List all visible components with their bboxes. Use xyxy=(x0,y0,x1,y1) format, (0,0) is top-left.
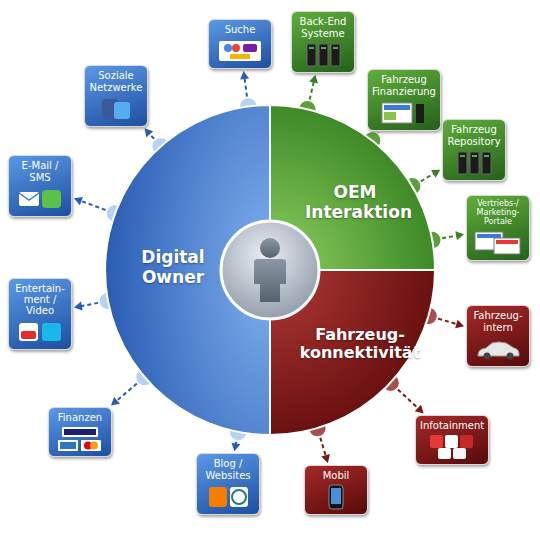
box-label: Blog / Websites xyxy=(201,458,255,480)
box-icon xyxy=(204,484,252,510)
box-label: Finanzen xyxy=(53,412,107,423)
box-label: Fahrzeug Repository xyxy=(447,124,501,146)
box-label: Vertriebs-/ Marketing-Portale xyxy=(471,200,525,227)
box-label: Suche xyxy=(213,24,267,35)
category-box: Finanzen xyxy=(48,407,112,457)
box-label: Fahrzeug- intern xyxy=(471,310,525,332)
category-box: Soziale Netzwerke xyxy=(84,65,148,126)
box-label: Back-End Systeme xyxy=(296,16,350,38)
segment-label: Digital Owner xyxy=(123,248,223,287)
box-label: Entertain- ment / Video xyxy=(13,283,67,317)
box-label: Infotainment xyxy=(420,420,484,431)
box-icon xyxy=(92,96,140,122)
box-label: Mobil xyxy=(309,470,363,481)
box-icon xyxy=(16,319,64,345)
box-icon xyxy=(56,426,104,452)
category-box: Fahrzeug Finanzierung xyxy=(367,69,441,130)
segment-label: OEM Interaktion xyxy=(305,183,405,222)
box-label: Fahrzeug Finanzierung xyxy=(372,74,436,96)
box-label: Soziale Netzwerke xyxy=(89,70,143,92)
category-box: Suche xyxy=(208,19,272,69)
category-box: E-Mail / SMS xyxy=(8,155,72,216)
box-icon xyxy=(450,150,498,176)
box-icon xyxy=(299,42,347,68)
box-icon xyxy=(216,38,264,64)
category-box: Fahrzeug Repository xyxy=(442,119,506,180)
category-box: Fahrzeug- intern xyxy=(466,305,530,366)
category-box: Mobil xyxy=(304,465,368,515)
category-box: Entertain- ment / Video xyxy=(8,278,72,351)
box-icon xyxy=(16,186,64,212)
box-icon xyxy=(474,336,522,362)
person-icon xyxy=(218,218,322,322)
box-icon xyxy=(312,484,360,510)
category-box: Blog / Websites xyxy=(196,453,260,514)
segment-label: Fahrzeug- konnektivität xyxy=(298,326,422,363)
category-box: Back-End Systeme xyxy=(291,11,355,72)
category-box: Infotainment xyxy=(415,415,489,465)
box-icon xyxy=(380,100,428,126)
category-box: Vertriebs-/ Marketing-Portale xyxy=(466,195,530,261)
box-icon xyxy=(474,230,522,256)
box-label: E-Mail / SMS xyxy=(13,160,67,182)
box-icon xyxy=(428,434,476,460)
